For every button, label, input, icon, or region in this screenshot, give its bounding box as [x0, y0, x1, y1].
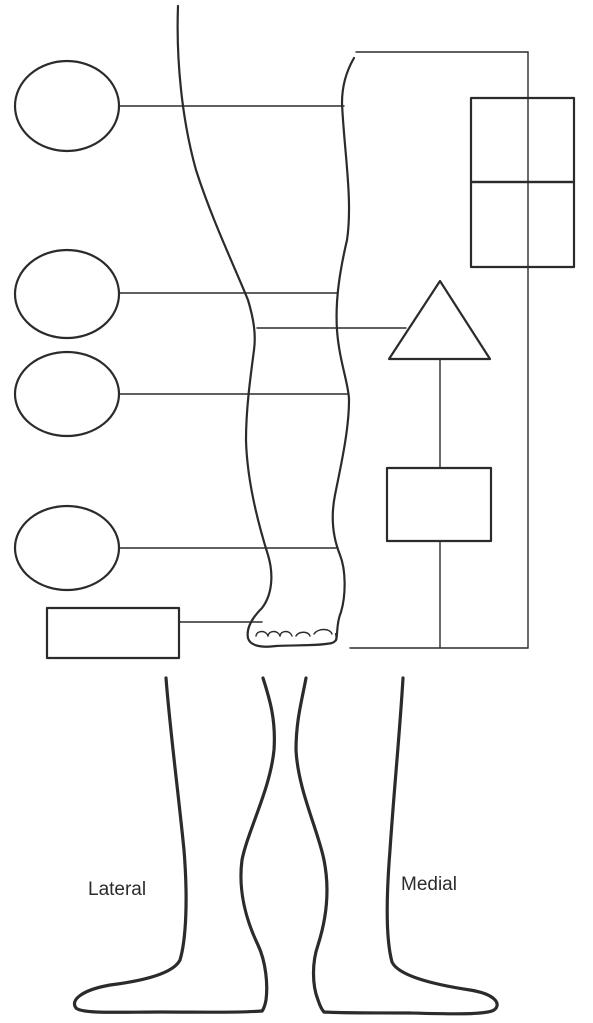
left-leg-outer	[74, 678, 262, 1012]
callout-box-foot	[47, 608, 179, 658]
leg-side-view	[178, 6, 354, 647]
right-leg-inner	[296, 678, 327, 1012]
callout-oval-2	[15, 250, 119, 338]
callout-triangle	[389, 281, 490, 359]
toe-4	[296, 632, 310, 636]
toe-3	[280, 632, 292, 637]
left-leg-inner	[241, 678, 274, 1011]
callout-box-upper	[471, 98, 574, 182]
label-medial: Medial	[401, 874, 457, 895]
left-callouts	[15, 61, 348, 658]
label-lateral: Lateral	[88, 879, 146, 900]
callout-box-middle	[387, 468, 491, 541]
toe-2	[268, 632, 280, 637]
callout-oval-3	[15, 352, 119, 436]
leg-outline-posterior	[178, 6, 272, 638]
toe-5	[314, 630, 332, 635]
callout-oval-1	[15, 61, 119, 151]
right-callouts	[257, 52, 574, 648]
toe-1	[256, 632, 268, 637]
callout-box-lower	[471, 182, 574, 267]
leg-outline-anterior	[333, 58, 354, 640]
legs-frontal-view	[74, 678, 497, 1014]
callout-oval-4	[15, 506, 119, 590]
right-leg-outer	[324, 678, 497, 1014]
